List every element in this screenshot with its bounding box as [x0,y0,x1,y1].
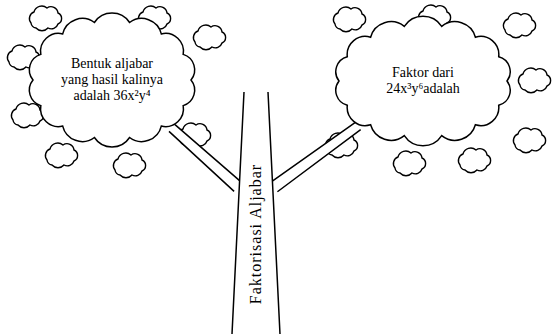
cloud-text: Bentuk aljabar yang hasil kalinya adalah… [56,56,168,104]
cloud-text: Faktor dari 24x³y⁶adalah [373,65,473,97]
trunk-title: Faktorisasi Aljabar [248,164,264,304]
tree-branch [271,122,361,191]
cloud-node: Faktor dari 24x³y⁶adalah [328,14,518,148]
cloud-node: Bentuk aljabar yang hasil kalinya adalah… [22,10,202,150]
tree-branch [169,125,242,192]
tree-trunk: Faktorisasi Aljabar [228,92,284,334]
